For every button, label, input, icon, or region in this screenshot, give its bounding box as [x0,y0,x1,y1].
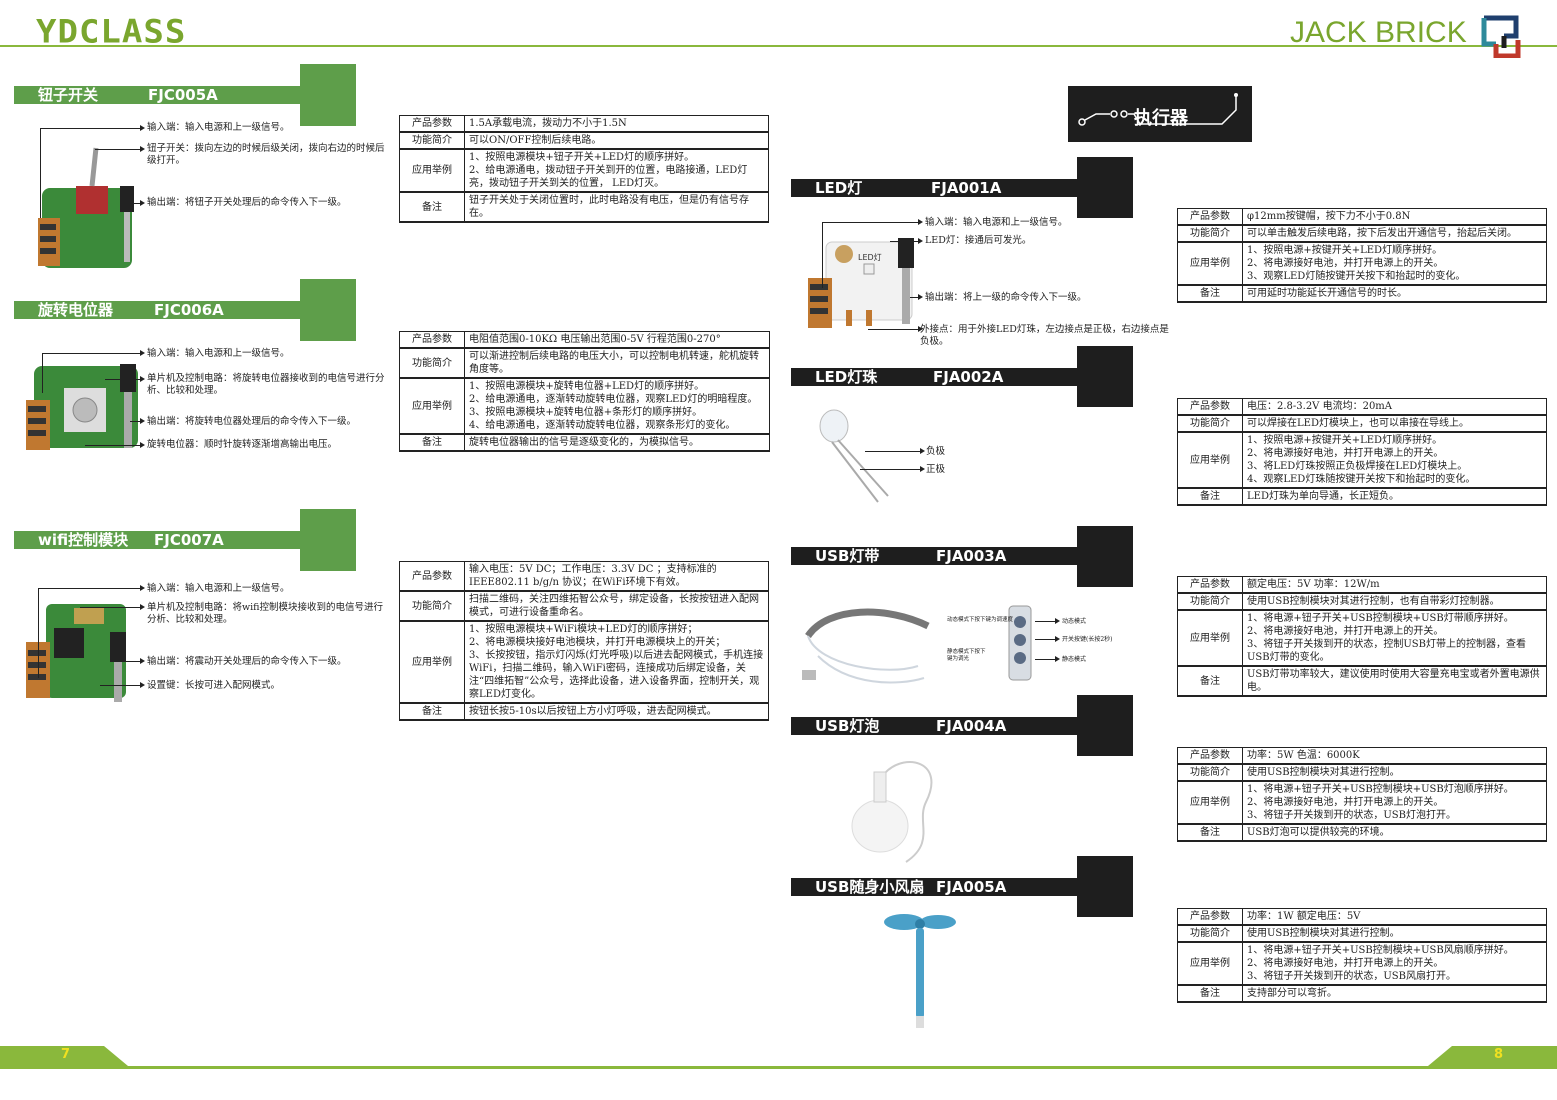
footer-divider [0,1066,1557,1069]
annotation-dynamic-mode: 动态模式 [1062,618,1087,625]
annotation-positive: 正极 [926,464,946,475]
spec-table-fjc007a: 产品参数输入电压：5V DC；工作电压：3.3V DC ；支持标准的IEEE80… [399,561,769,721]
section-block-fja001a [1077,157,1133,218]
section-name: 旋转电位器 [38,301,114,319]
annotation-input: 输入端：输入电源和上一级信号。 [147,348,290,359]
wifi-module-image [26,604,126,702]
circuit-trace-icon [1078,93,1238,126]
potentiometer-module-image [26,364,138,450]
section-title-bar-fjc005a: 钮子开关 FJC005A [14,86,300,104]
section-code: FJC005A [148,86,218,104]
annotation-static-mode: 静态模式 [1062,656,1087,663]
annotation-input: 输入端：输入电源和上一级信号。 [147,583,290,594]
annotation-negative: 负极 [926,446,946,457]
jack-brick-logo: JACK BRICK [1290,16,1467,49]
jack-brick-logo-icon [1481,15,1521,58]
actuator-badge: 执行器 [1068,86,1252,142]
header-divider [0,45,1557,47]
section-name: USB随身小风扇 [815,878,925,896]
section-code: FJA002A [933,368,1004,386]
annotation-mcu: 单片机及控制电路：将旋转电位器接收到的电信号进行分析、比较和处理。 [147,373,385,396]
section-title-bar-fjc006a: 旋转电位器 FJC006A [14,301,300,319]
section-name: 钮子开关 [38,86,99,104]
section-block-fja004a [1077,695,1133,756]
annotation-led: LED灯：接通后可发光。 [925,235,1032,246]
page-number-left: 7 [61,1047,71,1062]
strip-remote-controller-image [1008,605,1032,681]
annotation-mcu: 单片机及控制电路：将wifi控制模块接收到的电信号进行分析、比较和处理。 [147,602,384,625]
spec-table-fja004a: 产品参数功率：5W 色温：6000K 功能简介使用USB控制模块对其进行控制。 … [1177,747,1547,842]
annotation-output: 输出端：将旋转电位器处理后的命令传入下一级。 [147,416,357,427]
section-block-fja003a [1077,526,1133,587]
section-code: FJC006A [154,301,224,319]
footer-right-tab [1428,1046,1557,1066]
section-code: FJA003A [936,547,1007,565]
spec-table-fja002a: 产品参数电压：2.8-3.2V 电流均：20mA 功能简介可以焊接在LED灯模块… [1177,398,1547,506]
spec-table-fja005a: 产品参数功率：1W 额定电压：5V 功能简介使用USB控制模块对其进行控制。 应… [1177,908,1547,1003]
section-title-bar-fjc007a: wifi控制模块 FJC007A [14,531,300,549]
toggle-switch-module-image [38,147,134,268]
section-name: LED灯珠 [815,368,878,386]
section-block-fja002a [1077,346,1133,407]
section-code: FJA001A [931,179,1002,197]
page-number-right: 8 [1494,1047,1504,1062]
annotation-output: 输出端：将上一级的命令传入下一级。 [925,292,1087,303]
section-block-fjc007a [300,509,356,571]
section-code: FJA004A [936,717,1007,735]
section-title-bar-fja004a: USB灯泡 FJA004A [791,717,1077,735]
annotation-set-key: 设置键：长按可进入配网模式。 [147,680,281,691]
section-title-bar-fja005a: USB随身小风扇 FJA005A [791,878,1077,896]
annotation-output: 输出端：将钮子开关处理后的命令传入下一级。 [147,197,347,208]
spec-table-fja003a: 产品参数额定电压：5V 功率：12W/m 功能简介使用USB控制模块对其进行控制… [1177,576,1547,697]
section-block-fjc005a [300,64,356,126]
usb-bulb-image [851,761,933,863]
section-code: FJC007A [154,531,224,549]
led-bead-image [819,409,889,503]
usb-fan-image [884,914,956,1028]
section-name: wifi控制模块 [38,531,129,549]
annotation-external-pads: 外接点：用于外接LED灯珠，左边接点是正极，右边接点是负极。 [920,324,1169,347]
remote-label-static: 静态模式下按下键为调光 [947,649,986,662]
annotation-input: 输入端：输入电源和上一级信号。 [147,122,290,133]
usb-led-strip-image [802,608,930,684]
annotation-power-key: 开关按键(长按2秒) [1062,636,1113,643]
led-module-image: LED灯 [808,238,914,328]
section-title-bar-fja001a: LED灯 FJA001A [791,179,1077,197]
section-code: FJA005A [936,878,1007,896]
annotation-output: 输出端：将震动开关处理后的命令传入下一级。 [147,656,347,667]
section-name: LED灯 [815,179,863,197]
section-title-bar-fja002a: LED灯珠 FJA002A [791,368,1077,386]
ydclass-logo: YDCLASS [36,13,187,51]
section-name: USB灯泡 [815,717,880,735]
spec-table-fjc006a: 产品参数电阻值范围0-10KΩ 电压输出范围0-5V 行程范围0-270° 功能… [399,331,770,452]
annotation-toggle: 钮子开关：拨向左边的时候后级关闭，拨向右边的时候后级打开。 [147,143,385,166]
actuator-title: 执行器 [1134,108,1188,129]
section-title-bar-fja003a: USB灯带 FJA003A [791,547,1077,565]
footer-left-tab [0,1046,128,1066]
section-block-fja005a [1077,856,1133,917]
annotation-input: 输入端：输入电源和上一级信号。 [925,217,1068,228]
section-block-fjc006a [300,279,356,341]
led-chip-label: LED灯 [858,252,882,262]
section-name: USB灯带 [815,547,880,565]
annotation-potentiometer: 旋转电位器：顺时针旋转逐渐增高输出电压。 [147,439,338,450]
remote-label-dynamic: 动态模式下按下键为调速度 [947,617,1014,623]
